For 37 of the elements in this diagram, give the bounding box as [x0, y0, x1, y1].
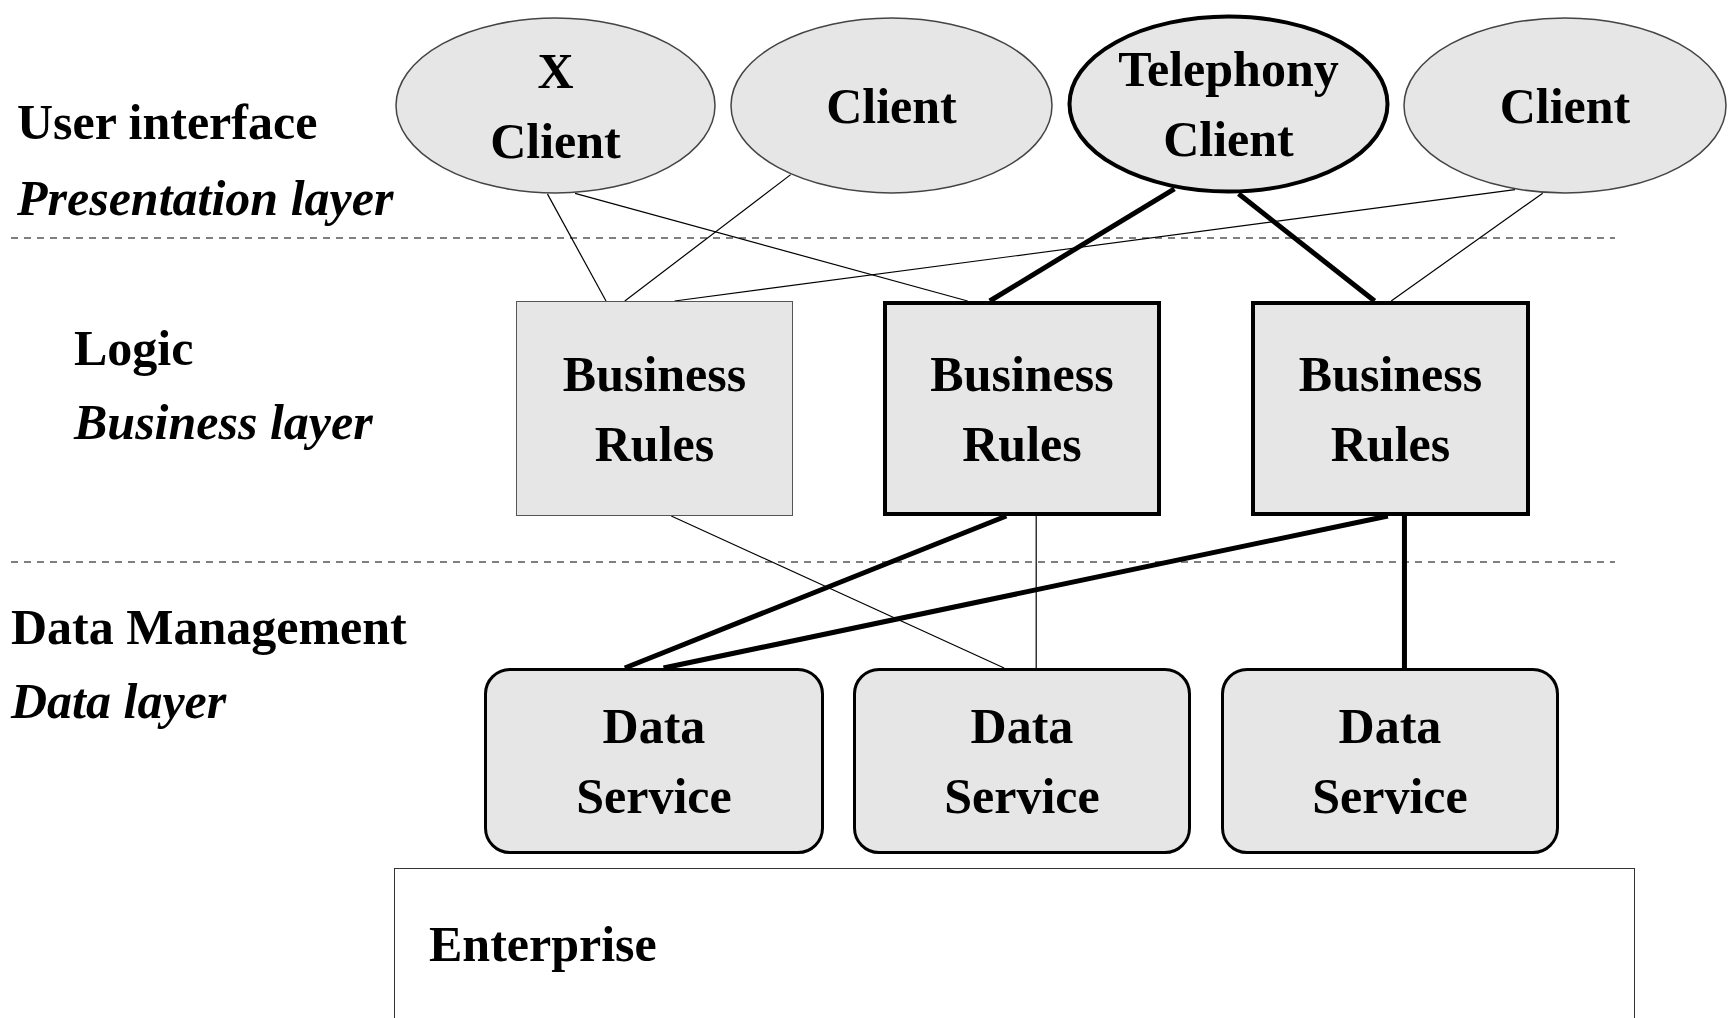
connector-line [1390, 192, 1544, 302]
data-service-box [853, 668, 1191, 854]
node-text: Client [826, 76, 957, 136]
layer-label: Business layer [74, 393, 373, 452]
connector-line [546, 193, 607, 302]
node-text: X Client [490, 41, 621, 171]
enterprise-box [394, 868, 1635, 1018]
node-text: Business Rules [930, 344, 1114, 474]
node-text: Client [1499, 76, 1631, 136]
layer-label: Presentation layer [17, 169, 394, 228]
business-rules-box [516, 301, 793, 516]
client-ellipse [395, 17, 716, 194]
client-ellipse [1067, 14, 1390, 194]
client-ellipse [730, 17, 1053, 194]
client-ellipse [1403, 17, 1727, 194]
business-rules-box [1251, 301, 1530, 516]
layer-label: Logic [74, 319, 194, 378]
node-text: Telephony Client [1118, 40, 1339, 169]
data-service-box [1221, 668, 1559, 854]
connector-line [574, 192, 969, 302]
connector-line [624, 174, 792, 302]
node-text: Data Service [944, 697, 1100, 826]
node-text: Business Rules [562, 344, 747, 474]
layer-label: Data Management [11, 598, 407, 657]
node-text: Data Service [1312, 697, 1468, 826]
node-text: Data Service [576, 697, 732, 826]
node-text: Enterprise [429, 914, 657, 974]
connector-line [988, 186, 1176, 304]
layer-label: User interface [17, 93, 318, 152]
connector-line [1035, 515, 1037, 669]
business-rules-box [883, 301, 1161, 516]
connector-line [1401, 516, 1407, 668]
data-service-box [484, 668, 824, 854]
layer-label: Data layer [11, 672, 227, 731]
node-text: Business Rules [1298, 344, 1483, 474]
connector-line [670, 515, 1005, 669]
connector-line [1237, 191, 1377, 303]
